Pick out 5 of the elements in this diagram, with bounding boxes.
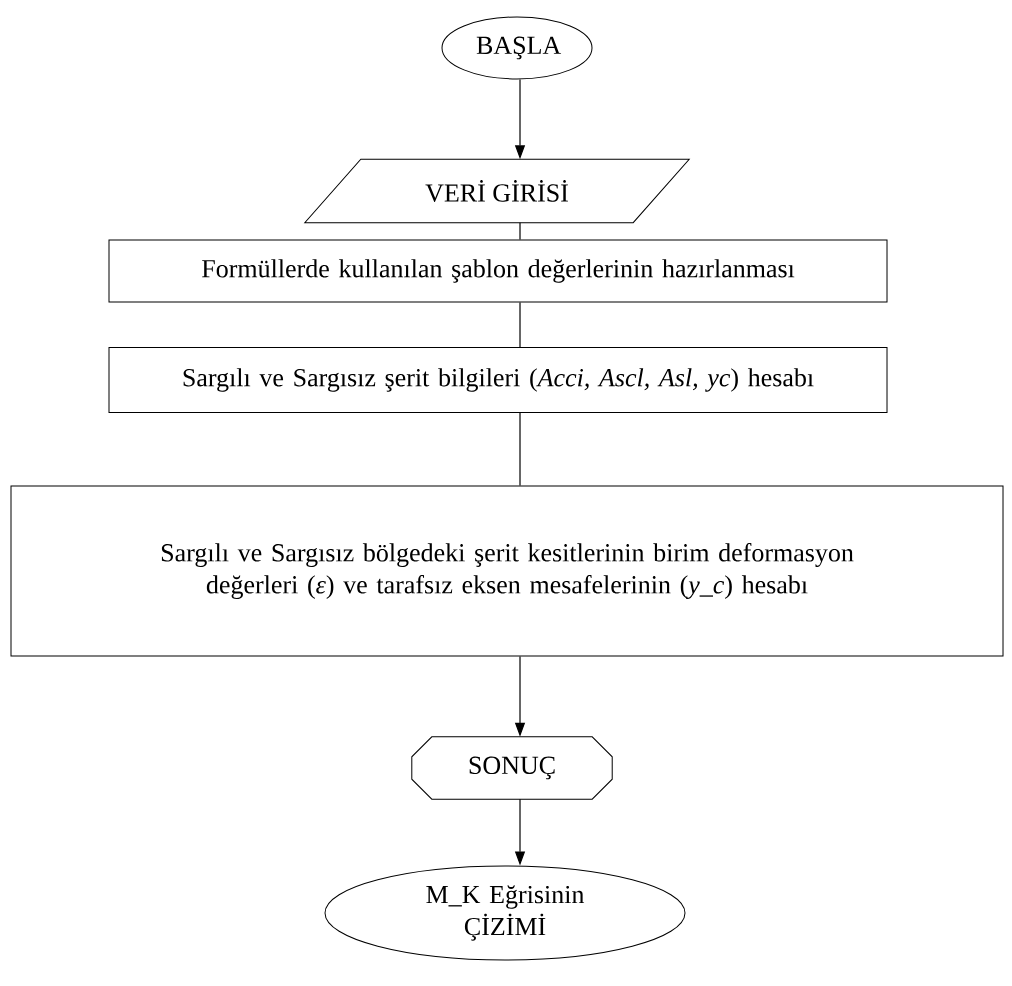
process-box: Formüllerde kullanılan şablon değerlerinin hazırlanması (108, 239, 888, 303)
process-box: Sargılı ve Sargısız şerit bilgileri (Acci, Ascl, Asl, yc) hesabı (108, 347, 888, 413)
input-parallelogram: VERİ GİRİSİ (304, 158, 690, 224)
process-box: Sargılı ve Sargısız bölgedeki şerit kesitlerinin birim deformasyon değerleri (ε) ve tarafsız eksen mesafelerinin (y_c) hesabı (10, 485, 1004, 657)
display-octagon: SONUÇ (411, 736, 613, 800)
